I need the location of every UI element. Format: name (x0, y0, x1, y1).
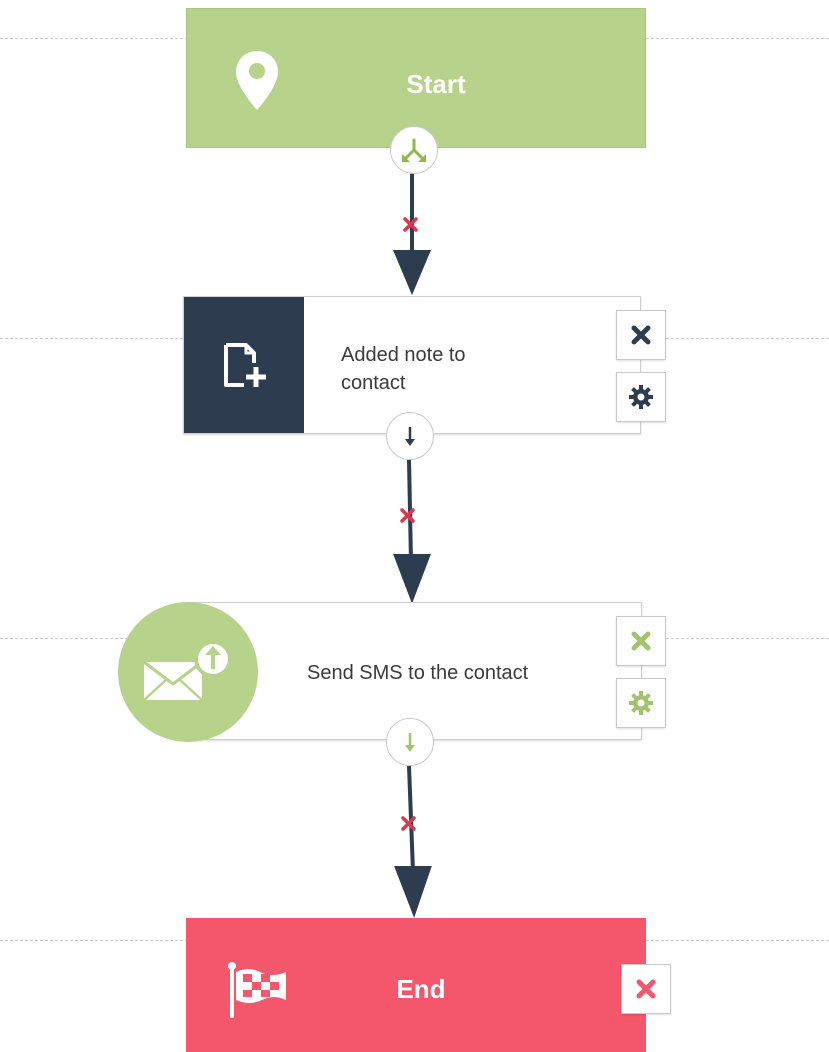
remove-connection-icon[interactable] (400, 508, 415, 523)
close-icon (636, 979, 656, 999)
start-node[interactable]: Start (186, 8, 646, 148)
step-icon-circle (118, 602, 258, 742)
remove-connection-icon[interactable] (403, 217, 418, 232)
delete-end-button[interactable] (621, 964, 671, 1014)
start-node-title: Start (406, 69, 466, 99)
step-node-added-note[interactable]: Added note to contact (183, 296, 641, 434)
start-output-anchor[interactable] (390, 126, 438, 174)
checkered-flag-icon (228, 962, 286, 1018)
gear-icon (629, 385, 653, 409)
close-icon (631, 631, 651, 651)
step-output-anchor[interactable] (386, 718, 434, 766)
connector-arrowhead (394, 866, 432, 918)
step-label: Added note to contact (341, 344, 466, 394)
step-output-anchor[interactable] (386, 412, 434, 460)
end-node-title: End (396, 974, 446, 1004)
send-mail-icon (143, 640, 232, 701)
step-label: Send SMS to the contact (307, 662, 529, 684)
gear-icon (629, 691, 653, 715)
note-add-icon (224, 343, 266, 387)
arrow-down-icon (405, 733, 415, 752)
delete-step-button[interactable] (616, 310, 666, 360)
split-arrows-icon (402, 138, 426, 162)
step-settings-button[interactable] (616, 678, 666, 728)
step-icon-box (184, 297, 304, 433)
close-icon (631, 325, 651, 345)
step-node-send-sms[interactable]: Send SMS to the contact (186, 602, 642, 740)
map-pin-icon (236, 51, 278, 110)
remove-connection-icon[interactable] (401, 816, 416, 831)
connector-arrowhead (392, 250, 432, 296)
arrow-down-icon (405, 427, 415, 446)
connector-arrowhead (393, 554, 431, 604)
step-settings-button[interactable] (616, 372, 666, 422)
delete-step-button[interactable] (616, 616, 666, 666)
end-node[interactable]: End (186, 918, 646, 1052)
